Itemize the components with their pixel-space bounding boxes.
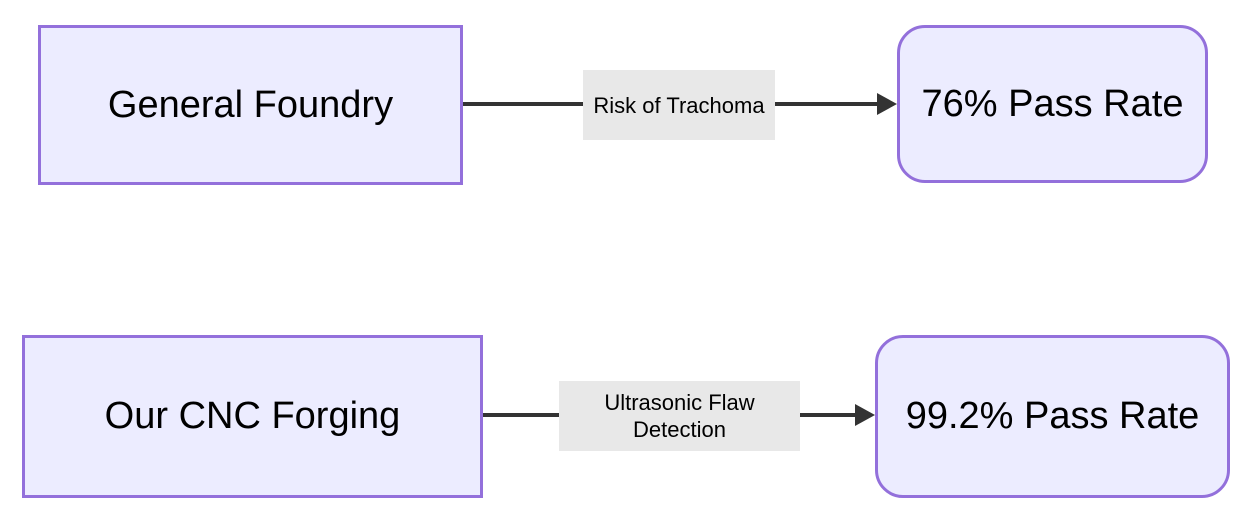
node-general-foundry: General Foundry bbox=[38, 25, 463, 185]
arrowhead-right-icon bbox=[877, 93, 897, 115]
arrowhead-right-icon bbox=[855, 404, 875, 426]
node-99-2-pass-rate: 99.2% Pass Rate bbox=[875, 335, 1230, 498]
edge-label-text-line: Risk of Trachoma bbox=[593, 92, 765, 118]
node-our-cnc-forging: Our CNC Forging bbox=[22, 335, 483, 498]
edge-label-ultrasonic-flaw-detection: Ultrasonic Flaw Detection bbox=[559, 381, 800, 451]
edge-label-text-line: Detection bbox=[633, 417, 726, 442]
edge-label-text-line: Ultrasonic Flaw bbox=[604, 390, 755, 415]
edge-label-risk-of-trachoma: Risk of Trachoma bbox=[583, 70, 775, 140]
node-76-pass-rate: 76% Pass Rate bbox=[897, 25, 1208, 183]
